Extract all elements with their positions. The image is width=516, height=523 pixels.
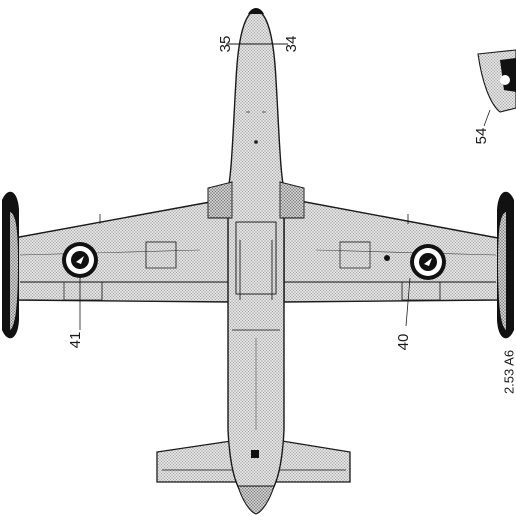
leader-lines xyxy=(79,43,491,330)
tailplane xyxy=(156,439,351,483)
fuselage xyxy=(207,8,305,515)
callout-35: 35 xyxy=(217,36,234,53)
right-wing-roundel xyxy=(410,244,446,280)
edge-label: 2.53 A6 xyxy=(501,350,516,394)
left-wing xyxy=(2,191,233,339)
detail-inset xyxy=(477,49,516,113)
left-wing-roundel xyxy=(62,242,98,278)
callout-40: 40 xyxy=(395,334,412,351)
callout-54: 54 xyxy=(473,128,490,145)
callout-34: 34 xyxy=(283,36,300,53)
right-wing xyxy=(283,191,514,339)
callout-41: 41 xyxy=(67,332,84,349)
